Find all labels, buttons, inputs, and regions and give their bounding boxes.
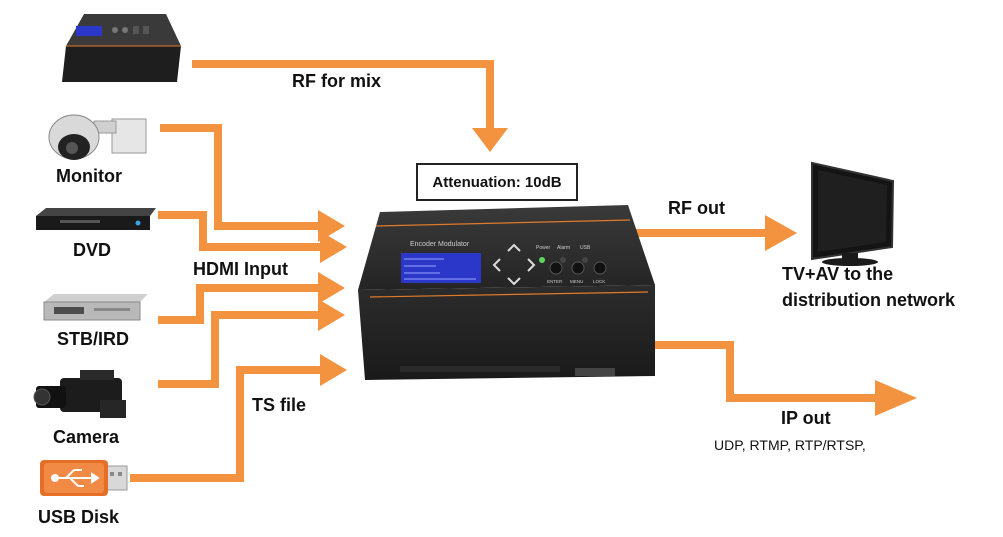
dvd-player-image	[36, 208, 156, 230]
alarm-led-icon	[560, 257, 566, 263]
led-label-usb: USB	[580, 245, 591, 251]
dvd-arrowhead	[320, 231, 347, 263]
dpad-down-icon	[507, 277, 521, 286]
lock-button-icon	[593, 261, 607, 275]
rf-for-mix-label: RF for mix	[292, 71, 382, 91]
menu-button-icon	[571, 261, 585, 275]
usb-arrowhead	[320, 354, 347, 386]
monitor-arrow	[160, 124, 320, 230]
enter-button-icon	[549, 261, 563, 275]
dvd-arrow	[158, 211, 322, 251]
device-title: Encoder Modulator	[410, 241, 470, 248]
device-buttons	[549, 261, 607, 275]
monitor-camera-image	[48, 114, 147, 160]
camera-arrowhead	[318, 299, 345, 331]
source-label-usb-disk: USB Disk	[38, 507, 120, 527]
hdmi-input-label: HDMI Input	[193, 259, 288, 279]
ip-protocols-label: UDP, RTMP, RTP/RTSP,	[714, 437, 866, 453]
rf-out-arrowhead	[765, 215, 797, 251]
led-label-alarm: Alarm	[557, 245, 570, 251]
stb-ird-image	[43, 294, 148, 321]
ip-out-arrowhead	[875, 380, 917, 416]
arrows	[130, 60, 880, 482]
dpad-up-icon	[507, 243, 521, 252]
source-label-dvd: DVD	[73, 240, 112, 260]
device-leds	[539, 257, 588, 263]
attenuation-label: Attenuation: 10dB	[432, 173, 562, 191]
tv-image	[811, 161, 895, 266]
tv-label-line1: TV+AV to the	[782, 264, 894, 284]
usb-led-icon	[582, 257, 588, 263]
encoder-modulator-device	[358, 205, 655, 380]
dpad-left-icon	[492, 258, 501, 272]
source-label-camera: Camera	[53, 427, 120, 447]
led-label-power: Power	[536, 245, 551, 251]
button-label-menu: MENU	[570, 279, 583, 284]
attenuation-box: Attenuation: 10dB	[416, 163, 578, 201]
camcorder-image	[33, 370, 126, 418]
rf-out-label: RF out	[668, 198, 725, 218]
device-dpad	[492, 243, 536, 286]
ip-out-label: IP out	[781, 408, 831, 428]
camera-arrow	[158, 311, 320, 388]
stb-arrowhead	[318, 272, 345, 304]
usb-symbol-icon	[51, 469, 100, 487]
rf-for-mix-arrow	[192, 60, 494, 135]
source-label-stb-ird: STB/IRD	[57, 329, 129, 349]
usb-arrow	[130, 366, 322, 482]
power-led-icon	[539, 257, 545, 263]
source-label-monitor: Monitor	[56, 166, 122, 186]
arrowheads	[318, 128, 917, 416]
ip-out-arrow	[655, 341, 880, 402]
stb-arrow	[158, 284, 320, 324]
rf-source-encoder-image	[62, 14, 181, 82]
device-lcd-screen	[401, 253, 481, 283]
button-label-lock: LOCK	[593, 279, 605, 284]
tv-label-line2: distribution network	[782, 290, 955, 310]
ts-file-label: TS file	[252, 395, 307, 415]
dpad-right-icon	[527, 258, 536, 272]
button-label-enter: ENTER	[547, 279, 563, 284]
rf-for-mix-arrowhead	[472, 128, 508, 152]
